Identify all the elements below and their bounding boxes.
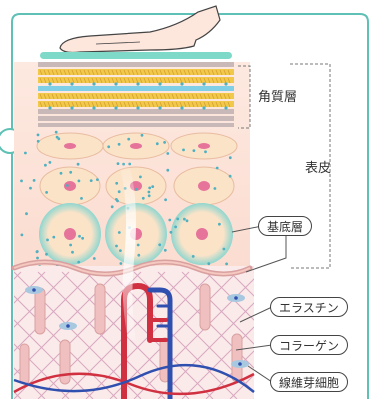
epidermis-label: 表皮 [305,161,332,176]
basal-layer-label: 基底層 [258,216,313,236]
bottom-waves [13,363,255,396]
upper-cells [36,132,238,206]
elastin-label: エラスチン [270,297,348,317]
fibroblast-label: 線維芽細胞 [270,372,349,392]
basal-cells [39,203,233,265]
leader-lines [231,225,287,383]
stratum-corneum-label: 角質層 [258,90,298,105]
stratum-corneum-bracket [238,65,251,129]
frame-border [11,13,369,399]
fibroblasts [25,286,249,368]
epidermis-bracket [290,63,331,269]
stratum-corneum [38,62,234,127]
surface-film [40,52,232,59]
water-column [118,160,136,340]
hand-icon [59,5,221,54]
collagen-label: コラーゲン [270,335,349,355]
